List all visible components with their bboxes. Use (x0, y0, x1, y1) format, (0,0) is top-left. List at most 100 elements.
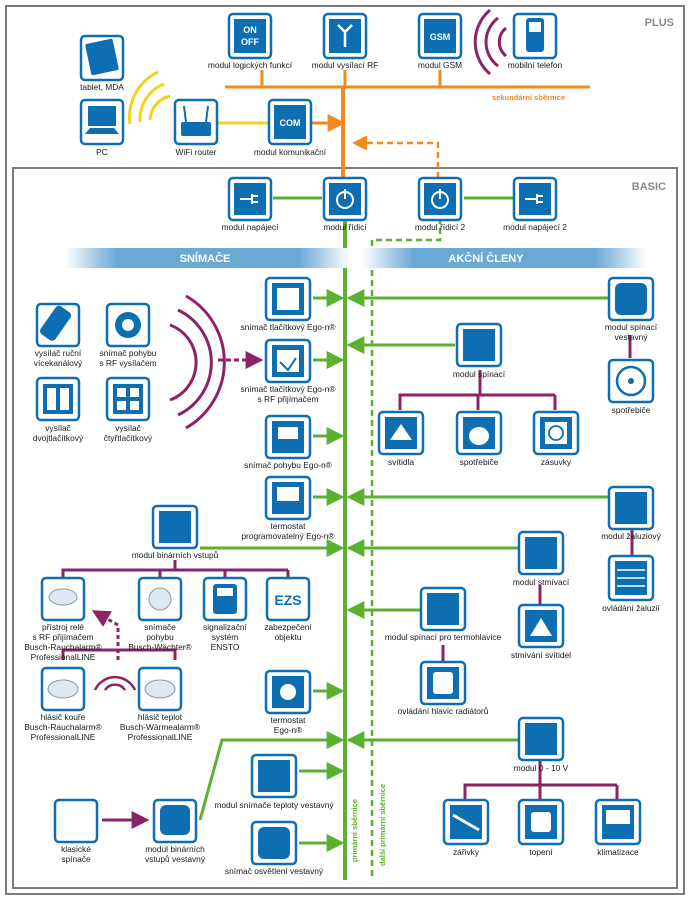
security-system-icon[interactable]: EZS (265, 576, 311, 622)
thermostat-label-2: Ego-n® (274, 725, 303, 735)
svg-text:COM: COM (280, 118, 301, 128)
logic-module-label: modul logických funkcí (208, 60, 293, 70)
pc-icon[interactable] (79, 98, 125, 146)
watcher-label-2: pohybu (146, 632, 174, 642)
primary-bus-label: primární sběrnice (350, 799, 359, 862)
thermostat-label-1: termostat (271, 715, 307, 725)
binary-inputs-module-icon[interactable] (151, 504, 199, 550)
binary-inputs-builtin-label-2: vstupů vestavný (145, 854, 206, 864)
analog-module-icon[interactable] (517, 716, 565, 762)
push-button-sensor-icon[interactable] (264, 276, 312, 322)
heat-detector-icon[interactable] (137, 666, 183, 712)
secondary-bus-label: sekundární sběrnice (492, 93, 565, 102)
builtin-switch-label-1: modul spínací (605, 322, 658, 332)
power-module-2-label: modul napájecí 2 (503, 222, 567, 232)
security-label-2: objektu (274, 632, 301, 642)
remote-control-icon[interactable] (35, 302, 81, 348)
basic-zone-label: BASIC (632, 181, 666, 193)
relay-rf-label-2: s RF přijímačem (33, 632, 94, 642)
classic-switches-icon[interactable] (53, 798, 99, 844)
builtin-switch-label-2: vestavný (614, 332, 648, 342)
wifi-router-icon[interactable] (173, 98, 219, 146)
plus-zone-frame (5, 5, 685, 895)
four-button-transmitter-icon[interactable] (105, 376, 151, 422)
programmable-thermostat-icon[interactable] (264, 475, 312, 521)
light-sensor-label: snímač osvětlení vestavný (225, 866, 324, 876)
thermo-head-module-icon[interactable] (419, 586, 467, 632)
blind-module-icon[interactable] (607, 485, 655, 531)
smoke-detector-icon[interactable] (40, 666, 86, 712)
programmable-thermostat-label-1: termostat (271, 521, 307, 531)
appliance-fan-icon[interactable] (607, 358, 655, 404)
dimming-lights-icon[interactable] (517, 603, 565, 649)
control-module-2-icon[interactable] (417, 176, 463, 222)
remote-label-1: vysílač ruční (35, 348, 82, 358)
blind-control-icon[interactable] (607, 554, 655, 602)
air-conditioning-icon[interactable] (594, 798, 642, 846)
sockets-icon[interactable] (532, 410, 580, 456)
push-button-rf-label-2: s RF přijímačem (258, 394, 319, 404)
control-module-2-label: modul řídicí 2 (415, 222, 466, 232)
temperature-sensor-module-icon[interactable] (250, 753, 298, 799)
dimming-lights-label: stmívání svítidel (511, 650, 571, 660)
push-button-rf-sensor-icon[interactable] (264, 338, 312, 384)
four-button-label-1: vysílač (115, 423, 141, 433)
rf-transmitter-module-icon[interactable] (322, 12, 368, 60)
lights-icon[interactable] (377, 410, 425, 456)
heat-label-2: Busch-Wärmealarm® (120, 722, 201, 732)
two-button-label-2: dvojtlačítkový (33, 433, 84, 443)
security-label-1: zabezpečení (264, 622, 312, 632)
wifi-arcs (128, 70, 171, 125)
switch-module-label: modul spínací (453, 369, 506, 379)
power-module-icon[interactable] (227, 176, 273, 222)
signal-system-icon[interactable] (202, 576, 248, 622)
heating-icon[interactable] (517, 798, 565, 846)
signal-system-label-3: ENSTO (211, 642, 240, 652)
motion-rf-sensor-icon[interactable] (105, 302, 151, 348)
smoke-label-2: Busch-Rauchalarm® (24, 722, 102, 732)
heating-label: topení (529, 847, 553, 857)
control-module-icon[interactable] (322, 176, 368, 222)
sensors-heading-bar (65, 248, 350, 268)
builtin-switch-module-icon[interactable] (607, 276, 655, 322)
blind-module-label: modul žaluziový (601, 531, 661, 541)
switch-module-icon[interactable] (455, 322, 503, 368)
mobile-phone-label: mobilní telefon (508, 60, 563, 70)
analog-module-label: modul 0 - 10 V (514, 763, 569, 773)
rf-transmitter-module-label: modul vysílací RF (312, 60, 379, 70)
motion-sensor-label: snímač pohybu Ego-n® (244, 460, 332, 470)
motion-rf-label-1: snímač pohybu (100, 348, 157, 358)
watcher-motion-sensor-icon[interactable] (137, 576, 183, 622)
lights-label: svítidla (388, 457, 414, 467)
signal-system-label-1: signalizační (203, 622, 247, 632)
communication-module-icon[interactable]: COM (267, 98, 313, 146)
svg-text:GSM: GSM (430, 32, 451, 42)
gsm-module-icon[interactable]: GSM (417, 12, 463, 60)
appliances-label: spotřebiče (460, 457, 499, 467)
motion-sensor-icon[interactable] (264, 414, 312, 460)
power-module-2-icon[interactable] (512, 176, 558, 222)
tablet-icon[interactable] (79, 34, 125, 82)
radiator-heads-icon[interactable] (419, 660, 467, 706)
two-button-transmitter-icon[interactable] (35, 376, 81, 422)
appliances-kettle-icon[interactable] (455, 410, 503, 456)
heat-label-1: hlásič teplot (138, 712, 183, 722)
relay-rf-label-4: ProfessionalLINE (31, 652, 96, 662)
dimmer-module-icon[interactable] (517, 530, 565, 576)
radiator-heads-label: ovládání hlavic radiátorů (398, 706, 489, 716)
binary-inputs-module-label: modul binárních vstupů (132, 550, 219, 560)
sensors-heading: SNÍMAČE (180, 252, 231, 265)
binary-inputs-builtin-icon[interactable] (152, 798, 198, 844)
relay-rf-label-1: přístroj relé (42, 622, 84, 632)
fluorescent-lamps-icon[interactable] (442, 798, 490, 846)
thermo-head-module-label: modul spínací pro termohlavice (385, 632, 502, 642)
thermostat-icon[interactable] (264, 669, 312, 715)
control-module-label: modul řídicí (323, 222, 367, 232)
logic-module-icon[interactable]: ON OFF (227, 12, 273, 60)
push-button-rf-label-1: snímač tlačítkový Ego-n® (240, 384, 336, 394)
power-module-label: modul napájecí (222, 222, 279, 232)
light-sensor-icon[interactable] (250, 820, 298, 866)
relay-rf-icon[interactable] (40, 576, 86, 622)
mobile-phone-icon[interactable] (512, 12, 558, 60)
